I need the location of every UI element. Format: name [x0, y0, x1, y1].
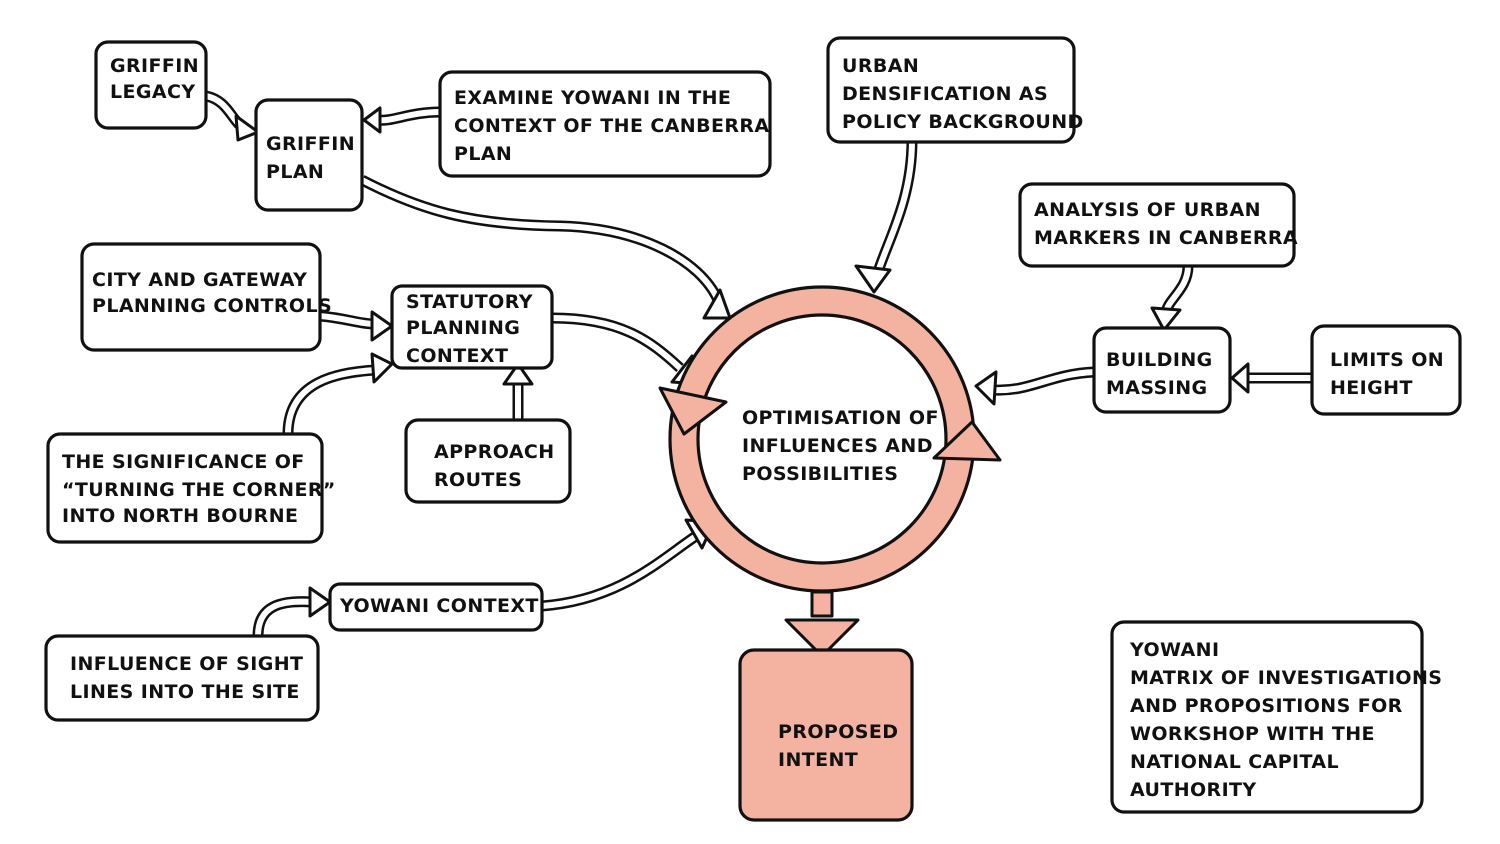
node-limits-on-height: LIMITS ON HEIGHT	[1310, 324, 1462, 416]
connectors	[204, 90, 1312, 637]
central-cycle-ring: OPTIMISATION OF INFLUENCES AND POSSIBILI…	[658, 285, 1002, 658]
node-statutory-planning: STATUTORY PLANNING CONTEXT	[390, 284, 554, 370]
connector-limits-to-massing	[1230, 362, 1312, 394]
connector-city-to-statutory	[319, 310, 394, 342]
connector-ring-to-intent	[784, 590, 860, 658]
svg-text:THE SIGNIFICANCE OF “TUR: THE SIGNIFICANCE OF “TURNING THE CORNER”…	[62, 451, 343, 527]
node-griffin-legacy: GRIFFIN LEGACY	[94, 40, 208, 130]
svg-text:ANALYSIS OF URBAN MARKER: ANALYSIS OF URBAN MARKERS IN CANBERRA	[1034, 199, 1298, 249]
svg-text:CITY AND GATEWAY PLANNIN: CITY AND GATEWAY PLANNING CONTROLS	[92, 269, 332, 317]
node-analysis-markers: ANALYSIS OF URBAN MARKERS IN CANBERRA	[1018, 182, 1298, 268]
svg-text:PROPOSED INTENT: PROPOSED INTENT	[778, 721, 905, 771]
centre-label: OPTIMISATION OF INFLUENCES AND POSSIBILI…	[742, 407, 946, 485]
connector-turning-to-statutory	[282, 352, 394, 435]
svg-text:LIMITS ON HEIGHT: LIMITS ON HEIGHT	[1330, 349, 1451, 399]
svg-text:GRIFFIN PLAN: GRIFFIN PLAN	[266, 133, 362, 183]
connector-sight-to-yowani	[252, 586, 332, 637]
connector-statutory-to-ring	[551, 312, 702, 386]
node-yowani-context: YOWANI CONTEXT	[328, 582, 544, 632]
svg-text:APPROACH ROUTES: APPROACH ROUTES	[434, 441, 562, 491]
connector-yowani-to-ring	[541, 518, 716, 612]
svg-text:URBAN DENSIFICATION AS: URBAN DENSIFICATION AS POLICY BACKGROUND	[842, 55, 1084, 133]
svg-text:EXAMINE YOWANI IN THE CO: EXAMINE YOWANI IN THE CONTEXT OF THE CAN…	[454, 87, 777, 165]
node-turning-the-corner: THE SIGNIFICANCE OF “TURNING THE CORNER”…	[46, 432, 343, 544]
node-sight-lines: INFLUENCE OF SIGHT LINES INTO THE SITE	[44, 634, 320, 722]
node-urban-densification: URBAN DENSIFICATION AS POLICY BACKGROUND	[826, 36, 1084, 144]
svg-text:STATUTORY PLANNING: STATUTORY PLANNING CONTEXT	[406, 291, 540, 367]
caption-box: YOWANI MATRIX OF INVESTIGATIONS AND PROP…	[1110, 620, 1449, 814]
ring-arrowhead-left	[658, 386, 728, 436]
connector-urban-to-ring	[854, 139, 918, 294]
connector-approach-to-statutory	[502, 362, 534, 420]
svg-text:YOWANI MATRIX OF INVESTI: YOWANI MATRIX OF INVESTIGATIONS AND PROP…	[1129, 639, 1449, 801]
connector-analysis-to-massing	[1150, 265, 1194, 332]
node-proposed-intent: PROPOSED INTENT	[738, 648, 914, 822]
node-city-gateway: CITY AND GATEWAY PLANNING CONTROLS	[80, 242, 332, 352]
connector-examine-to-plan	[362, 106, 441, 134]
ring-arrowhead-right	[932, 420, 1002, 462]
svg-text:BUILDING MASSING: BUILDING MASSING	[1106, 349, 1220, 399]
connector-plan-to-ring	[359, 175, 732, 320]
node-building-massing: BUILDING MASSING	[1092, 326, 1232, 414]
svg-text:GRIFFIN LEGACY: GRIFFIN LEGACY	[110, 55, 206, 103]
node-examine-yowani: EXAMINE YOWANI IN THE CONTEXT OF THE CAN…	[438, 70, 777, 178]
svg-text:YOWANI CONTEXT: YOWANI CONTEXT	[339, 595, 539, 617]
connector-griffin-legacy-to-plan	[204, 90, 260, 142]
connector-massing-to-ring	[974, 366, 1095, 406]
node-griffin-plan: GRIFFIN PLAN	[254, 98, 364, 212]
svg-text:INFLUENCE OF SIGHT LINES: INFLUENCE OF SIGHT LINES INTO THE SITE	[70, 653, 310, 703]
node-approach-routes: APPROACH ROUTES	[404, 418, 572, 504]
